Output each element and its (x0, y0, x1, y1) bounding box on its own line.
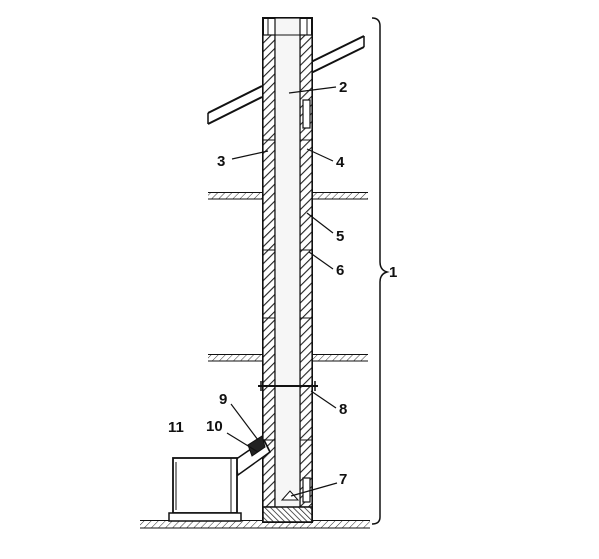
leader-lines (226, 86, 338, 497)
callout-label-8: 8 (339, 401, 347, 418)
callout-label-3: 3 (217, 153, 225, 170)
callout-label-2: 2 (339, 79, 347, 96)
callout-label-1: 1 (389, 264, 397, 281)
callout-labels: 1 2 3 4 5 6 7 8 9 10 11 (168, 79, 397, 488)
ground-floor (140, 520, 370, 529)
callout-label-10: 10 (206, 418, 223, 435)
callout-label-11: 11 (168, 419, 184, 436)
inspection-cover-upper (302, 99, 311, 129)
callout-label-4: 4 (336, 154, 345, 171)
lower-floor-slab (208, 354, 368, 362)
insulation-layer-left (262, 34, 276, 508)
section-joints (263, 139, 312, 441)
upper-floor-slab (208, 192, 368, 200)
chimney-base (262, 506, 313, 523)
chimney-stack (262, 17, 313, 523)
flue-channel (274, 17, 301, 523)
callout-label-5: 5 (336, 228, 344, 245)
roof (207, 35, 365, 125)
cleanout-door (302, 477, 311, 503)
callout-label-7: 7 (339, 471, 347, 488)
callout-label-6: 6 (336, 262, 344, 279)
callout-label-9: 9 (219, 391, 227, 408)
height-brace (371, 17, 390, 525)
boiler-plinth (168, 512, 242, 522)
wall-bracket (258, 381, 318, 391)
boiler (168, 457, 242, 522)
